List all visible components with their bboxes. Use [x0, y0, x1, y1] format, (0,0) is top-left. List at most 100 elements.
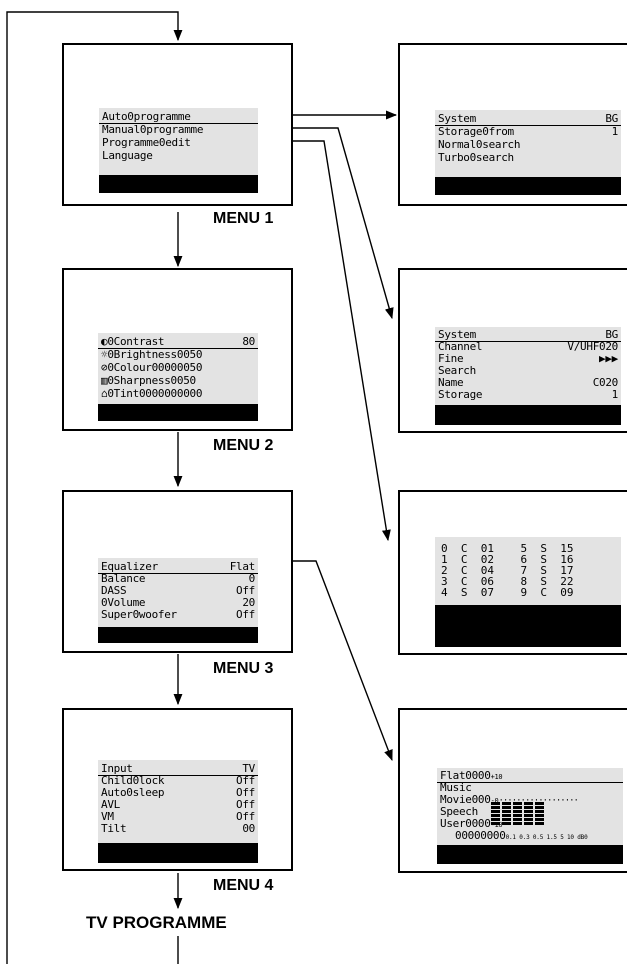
programme-row-1[interactable]: 1 C 02 6 S 16: [441, 553, 574, 566]
menu3-caption: MENU 3: [213, 660, 274, 677]
programme-row-3[interactable]: 3 C 06 8 S 22: [441, 575, 574, 588]
eq-item-user[interactable]: User0000-10: [440, 817, 503, 830]
zero-level-dots: ··················: [498, 796, 579, 806]
osd-status-bar: [435, 605, 621, 647]
contrast-icon: ◐: [101, 335, 108, 348]
osd-status-bar: [98, 843, 258, 863]
eq-bar-segment: [513, 822, 522, 825]
programme-edit-osd: 0 C 01 5 S 15 1 C 02 6 S 16 2 C 04 7 S 1…: [435, 537, 621, 647]
eq-frequency-row: 000000000.1 0.3 0.5 1.5 5 10 dB0: [455, 829, 588, 842]
osd-status-bar: [98, 627, 258, 643]
eq-bar-segment: [502, 818, 511, 821]
tv-programme-label: TV PROGRAMME: [86, 913, 227, 932]
eq-bar-segment: [502, 822, 511, 825]
eq-bar-segment: [524, 810, 533, 813]
eq-bar-segment: [524, 822, 533, 825]
osd-status-bar: [437, 845, 623, 864]
eq-item-music[interactable]: Music: [440, 781, 472, 794]
menu1-screen: Auto0programme Manual0programme Programm…: [62, 43, 293, 206]
eq-bar-segment: [502, 814, 511, 817]
eq-bar-segment: [491, 814, 500, 817]
eq-item-speech[interactable]: Speech: [440, 805, 478, 818]
menu4-caption: MENU 4: [213, 877, 274, 894]
tint-icon: ⌂: [101, 387, 108, 400]
manual-item-fine[interactable]: Fine▶▶▶: [438, 352, 618, 365]
programme-row-4[interactable]: 4 S 07 9 C 09: [441, 586, 574, 599]
programme-row-0[interactable]: 0 C 01 5 S 15: [441, 542, 574, 555]
menu-item-tint[interactable]: ⌂0Tint0000000000: [101, 387, 203, 400]
auto-item-turbo-search[interactable]: Turbo0search: [438, 151, 514, 164]
eq-bar-segment: [491, 802, 500, 805]
eq-item-flat[interactable]: Flat0000+10: [437, 770, 623, 783]
menu1-caption: MENU 1: [213, 210, 274, 227]
eq-bar-segment: [535, 810, 544, 813]
eq-bar-segment: [491, 822, 500, 825]
programme-row-2[interactable]: 2 C 04 7 S 17: [441, 564, 574, 577]
programme-edit-screen: 0 C 01 5 S 15 1 C 02 6 S 16 2 C 04 7 S 1…: [398, 490, 627, 655]
loop-line: [6, 11, 178, 964]
menu-item-manual-programme[interactable]: Manual0programme: [102, 123, 204, 136]
eq-bar-segment: [502, 810, 511, 813]
menu1-osd: Auto0programme Manual0programme Programm…: [99, 108, 258, 193]
menu-item-sharpness[interactable]: ▥0Sharpness0050: [101, 374, 196, 387]
manual-item-search[interactable]: Search: [438, 364, 476, 377]
osd-status-bar: [435, 405, 621, 425]
eq-item-movie[interactable]: Movie000-0··················: [440, 793, 579, 807]
auto-item-normal-search[interactable]: Normal0search: [438, 138, 521, 151]
equalizer-screen: Flat0000+10 Music Movie000-0············…: [398, 708, 627, 873]
osd-status-bar: [435, 177, 621, 195]
eq-bar-segment: [513, 806, 522, 809]
menu-item-brightness[interactable]: ☼0Brightness0050: [101, 348, 203, 361]
osd-status-bar: [98, 404, 258, 421]
eq-bar-segment: [524, 806, 533, 809]
eq-bar-segment: [524, 802, 533, 805]
sharpness-icon: ▥: [101, 374, 108, 387]
menu-item-colour[interactable]: ⊘0Colour00000050: [101, 361, 203, 374]
eq-bar-segment: [513, 802, 522, 805]
osd-status-bar: [99, 175, 258, 193]
menu2-caption: MENU 2: [213, 437, 274, 454]
brightness-icon: ☼: [101, 348, 108, 361]
eq-bar-segment: [513, 810, 522, 813]
menu-item-auto-programme[interactable]: Auto0programme: [99, 111, 258, 124]
eq-bar-segment: [502, 802, 511, 805]
eq-bar-segment: [491, 806, 500, 809]
eq-bar-segment: [535, 818, 544, 821]
eq-bar-segment: [535, 822, 544, 825]
eq-bar-segment: [535, 806, 544, 809]
menu-item-language[interactable]: Language: [102, 149, 153, 162]
menu-item-programme-edit[interactable]: Programme0edit: [102, 136, 191, 149]
eq-bar-segment: [535, 814, 544, 817]
eq-bar-segment: [491, 818, 500, 821]
eq-bar-segment: [513, 814, 522, 817]
eq-bar-segment: [491, 810, 500, 813]
eq-bar-segment: [535, 802, 544, 805]
